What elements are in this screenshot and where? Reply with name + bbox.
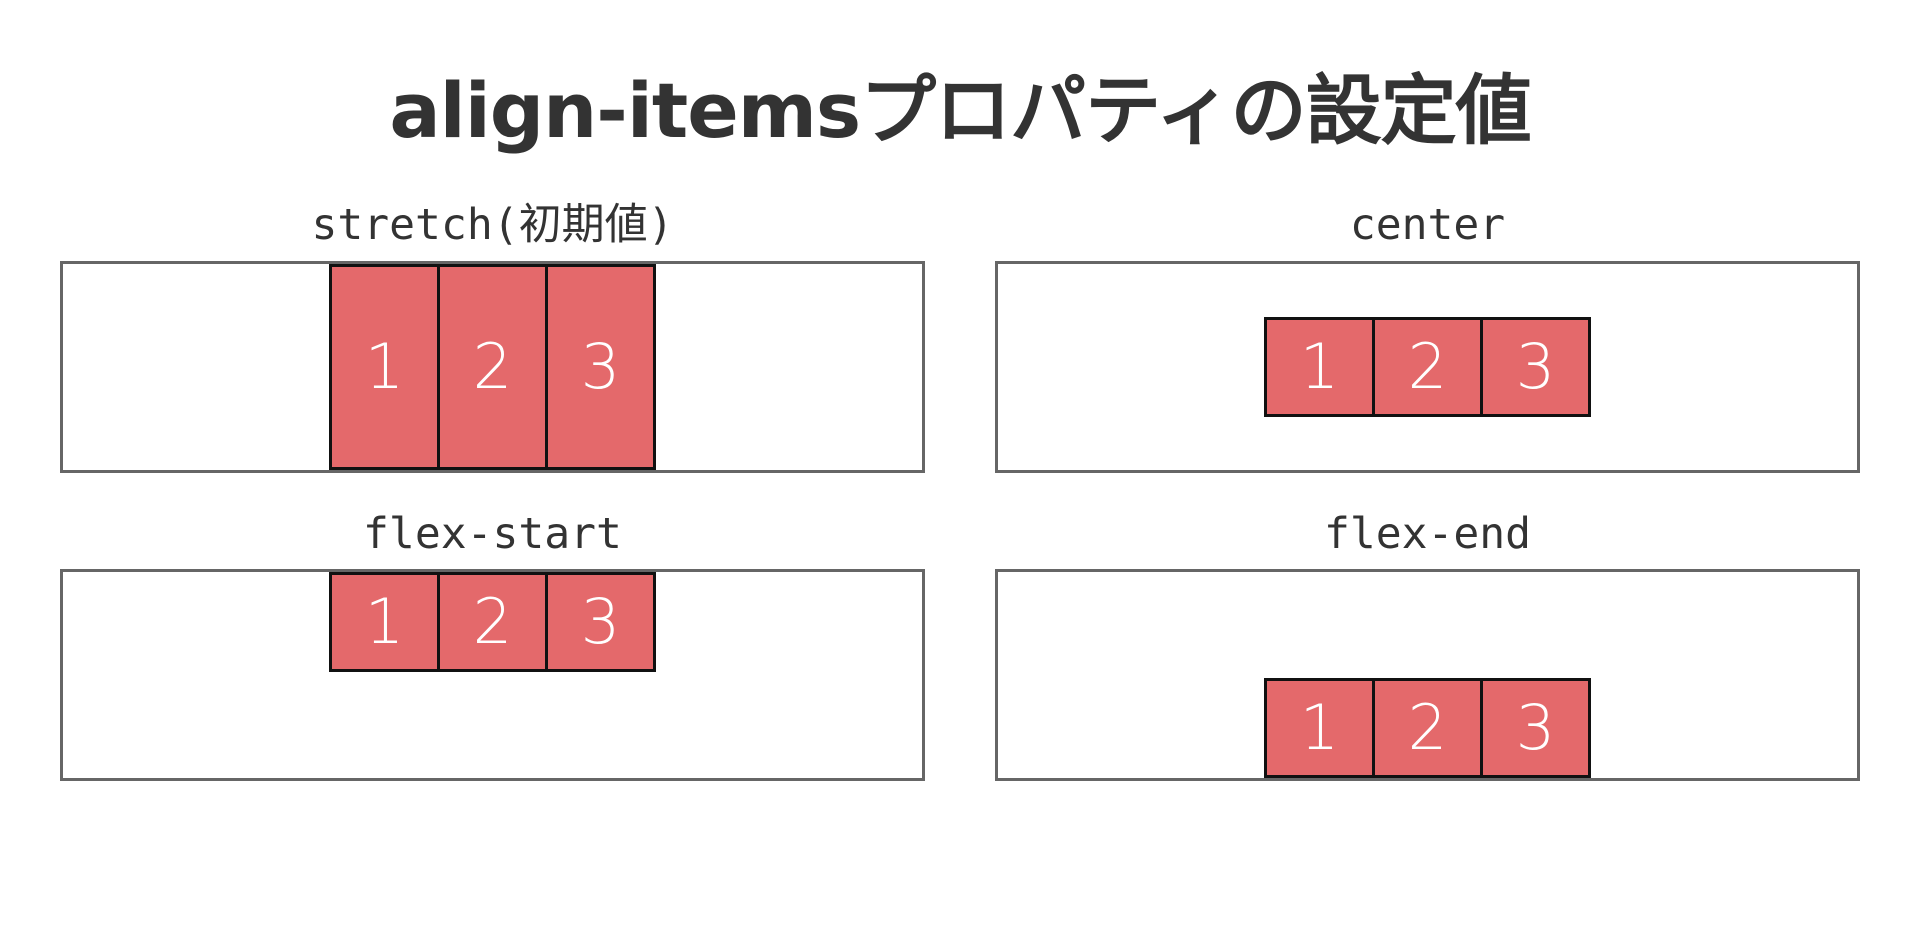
flex-item-label: 1 [1299,329,1340,403]
flex-container-flex-start: 1 2 3 [60,569,925,782]
demo-cell-stretch: stretch(初期値) 1 2 3 [60,200,925,473]
page-title: align-itemsプロパティの設定値 [389,65,1531,155]
flex-item-label: 2 [1407,691,1448,765]
flex-item: 1 [1264,678,1375,779]
flex-item: 3 [1480,678,1591,779]
flex-item-label: 3 [1515,329,1556,403]
flex-item: 1 [1264,316,1375,417]
demo-cell-center: center 1 2 3 [995,200,1860,473]
flex-item-label: 1 [364,329,405,403]
demo-label-flex-end: flex-end [1323,508,1532,559]
flex-container-center: 1 2 3 [995,260,1860,473]
flex-item-label: 3 [580,585,621,659]
demo-cell-flex-end: flex-end 1 2 3 [995,509,1860,782]
flex-item: 2 [1372,316,1483,417]
flex-item: 3 [545,263,656,470]
flex-item: 2 [437,572,548,673]
flex-container-stretch: 1 2 3 [60,260,925,473]
flex-item-label: 2 [472,585,513,659]
demo-label-flex-start: flex-start [363,508,622,559]
flex-item-label: 2 [472,329,513,403]
align-items-demo-grid: stretch(初期値) 1 2 3 center 1 [0,200,1920,782]
flex-item-label: 3 [1515,691,1556,765]
flex-item: 1 [329,572,440,673]
flex-item: 2 [437,263,548,470]
flex-item-label: 3 [580,329,621,403]
diagram-page: align-itemsプロパティの設定値 stretch(初期値) 1 2 3 … [0,51,1920,951]
flex-item-label: 1 [1299,691,1340,765]
flex-item-label: 2 [1407,329,1448,403]
flex-item: 2 [1372,678,1483,779]
demo-label-center: center [1349,199,1506,250]
flex-item: 3 [545,572,656,673]
demo-cell-flex-start: flex-start 1 2 3 [60,509,925,782]
flex-item-label: 1 [364,585,405,659]
flex-item: 3 [1480,316,1591,417]
flex-item: 1 [329,263,440,470]
demo-label-stretch: stretch(初期値) [311,199,674,250]
flex-container-flex-end: 1 2 3 [995,569,1860,782]
